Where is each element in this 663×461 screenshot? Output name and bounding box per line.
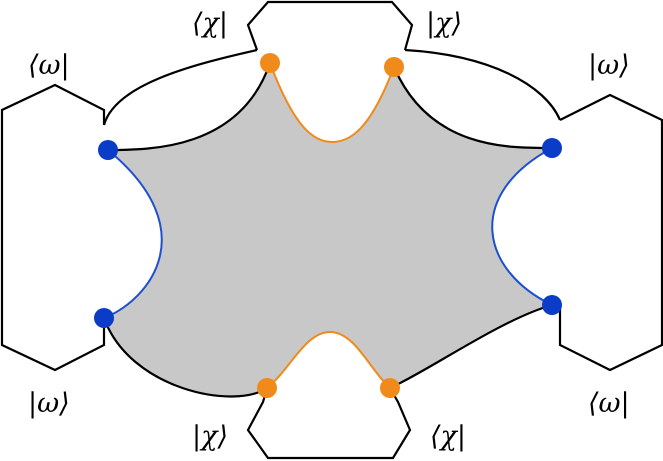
label-lower-right-omega: ⟨ω|	[588, 388, 630, 419]
orange-dot-bottom-left	[257, 378, 277, 398]
bottom-orange-curve	[266, 330, 391, 389]
bottom-left-arc	[102, 317, 268, 398]
label-top-right-chi: |χ⟩	[426, 8, 462, 39]
left-blue-curve	[103, 149, 163, 319]
blue-dot-upper-right	[542, 138, 562, 158]
label-lower-left-omega: |ω⟩	[28, 388, 70, 419]
orange-dot-top-left	[260, 53, 280, 73]
top-left-inner-arc	[107, 62, 272, 152]
top-right-inner-arc	[392, 66, 553, 150]
right-hexagon	[558, 93, 663, 372]
top-hexagon	[246, 0, 414, 51]
top-orange-curve	[269, 62, 395, 144]
label-bottom-right-chi: ⟨χ|	[430, 421, 466, 452]
gray-region	[104, 63, 552, 397]
label-upper-left-omega: ⟨ω|	[28, 50, 70, 81]
orange-dot-bottom-right	[380, 378, 400, 398]
orange-dot-top-right	[384, 57, 404, 77]
bottom-right-arc	[389, 303, 553, 390]
blue-dot-upper-left	[98, 140, 118, 160]
blue-dot-lower-left	[94, 308, 114, 328]
label-bottom-left-chi: |χ⟩	[192, 421, 228, 452]
blue-dot-lower-right	[542, 295, 562, 315]
label-upper-right-omega: |ω⟩	[588, 50, 630, 81]
right-blue-curve	[491, 147, 553, 306]
top-left-outer-arc	[102, 48, 258, 126]
top-right-outer-arc	[404, 48, 562, 121]
left-hexagon	[0, 83, 106, 372]
bottom-hexagon	[246, 387, 412, 460]
label-top-left-chi: ⟨χ|	[192, 8, 228, 39]
